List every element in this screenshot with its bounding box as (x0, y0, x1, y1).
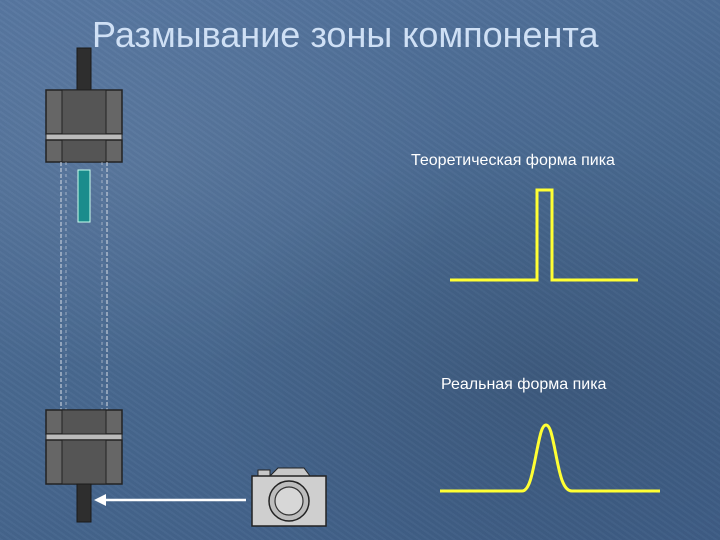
camera-icon (251, 467, 327, 527)
theoretical-peak-line (450, 188, 638, 282)
theoretical-peak-label: Теоретическая форма пика (411, 152, 615, 169)
column-bottom-fitting (45, 409, 123, 485)
real-peak-label: Реальная форма пика (441, 376, 607, 393)
column-tube (60, 162, 108, 410)
slide-title: Размывание зоны компонента (92, 14, 599, 55)
real-peak-line (440, 423, 660, 493)
column-top-rod (76, 47, 92, 95)
sample-zone (77, 169, 91, 223)
column-bottom-rod (76, 483, 92, 523)
arrow-left-icon (94, 494, 246, 506)
column-top-fitting (45, 89, 123, 163)
